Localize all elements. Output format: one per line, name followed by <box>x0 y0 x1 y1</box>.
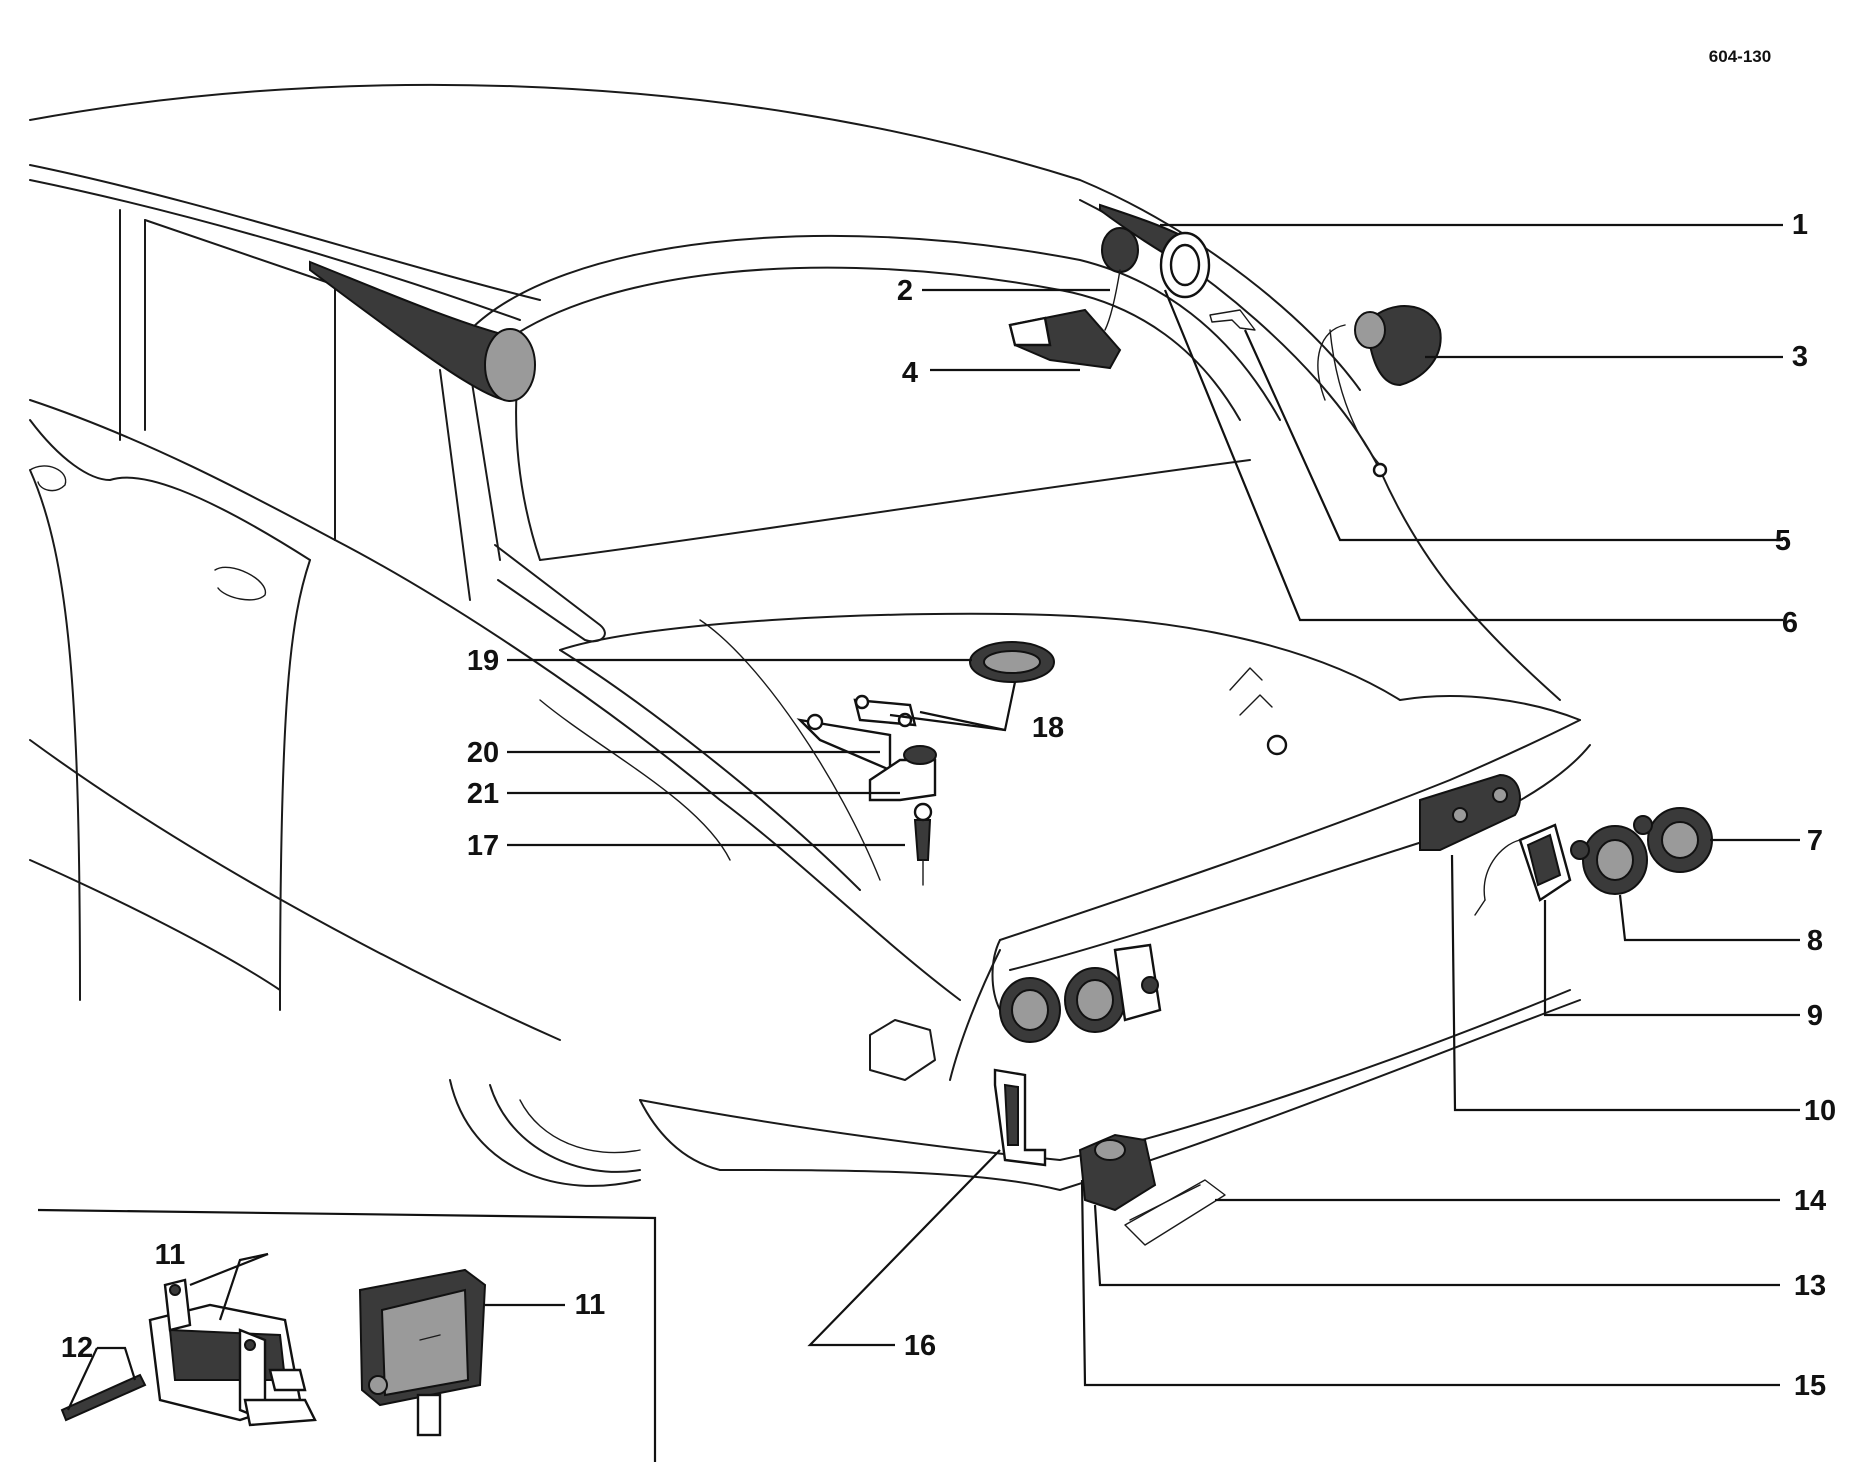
callout-4: 4 <box>902 357 918 389</box>
spring-12 <box>60 1373 147 1422</box>
callout-labels: 1 2 3 4 5 6 7 8 9 10 11 11 12 13 14 15 1… <box>61 209 1836 1402</box>
callout-10: 10 <box>1804 1095 1836 1127</box>
roof-indicator-left-lens <box>484 328 536 402</box>
callout-13: 13 <box>1794 1270 1826 1302</box>
callout-11-left: 11 <box>155 1239 186 1271</box>
car-body-outline <box>29 83 1591 1191</box>
callout-5: 5 <box>1775 525 1791 557</box>
callout-12: 12 <box>61 1332 93 1364</box>
lamp-holder-21 <box>868 758 937 802</box>
reference-code: 604-130 <box>1709 47 1771 66</box>
callout-3: 3 <box>1792 341 1808 373</box>
leader-lines <box>67 223 1800 1411</box>
callout-2: 2 <box>897 275 913 307</box>
tail-lamps-cluster <box>999 943 1162 1043</box>
callout-11-right: 11 <box>575 1289 606 1321</box>
callout-6: 6 <box>1782 607 1798 639</box>
lamp-base-2 <box>1101 227 1139 273</box>
callout-21: 21 <box>467 778 499 810</box>
screw-17 <box>913 819 932 861</box>
callout-19: 19 <box>467 645 499 677</box>
callout-1: 1 <box>1792 209 1808 241</box>
callout-20: 20 <box>467 737 499 769</box>
callout-7: 7 <box>1807 825 1823 857</box>
callout-8: 8 <box>1807 925 1823 957</box>
callout-17: 17 <box>467 830 499 862</box>
callout-9: 9 <box>1807 1000 1823 1032</box>
lens-14 <box>1124 1179 1226 1246</box>
parts <box>309 203 1713 1246</box>
lamp-3 <box>1369 305 1442 387</box>
callout-15: 15 <box>1794 1370 1826 1402</box>
callout-18: 18 <box>1032 712 1064 744</box>
inset-detail <box>37 1208 657 1462</box>
bracket-16 <box>993 1068 1047 1167</box>
chevron-logo <box>1229 667 1263 691</box>
callout-16: 16 <box>904 1330 936 1362</box>
callout-14: 14 <box>1794 1185 1826 1217</box>
